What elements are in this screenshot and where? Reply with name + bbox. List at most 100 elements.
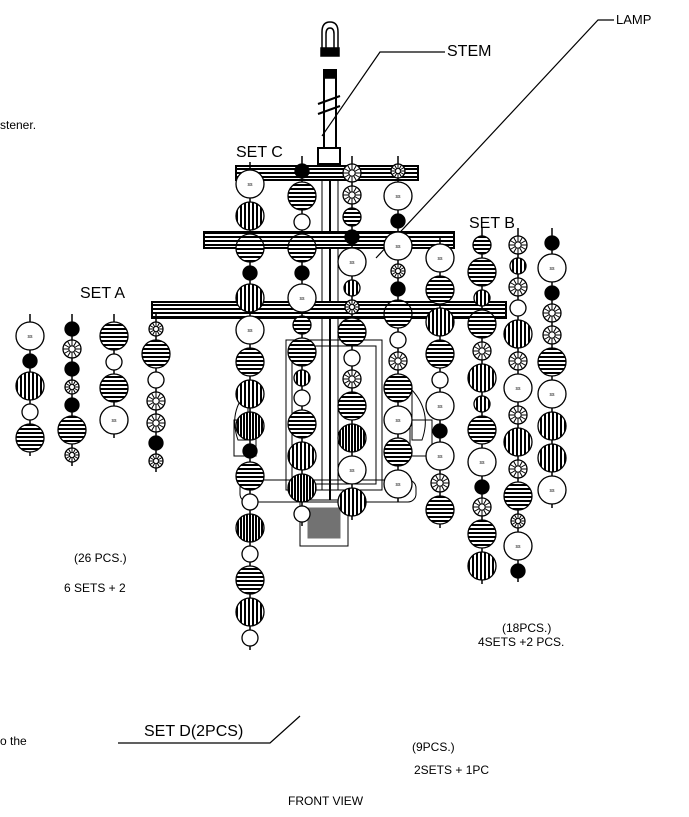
bead bbox=[337, 487, 367, 517]
bead bbox=[508, 459, 528, 479]
bead bbox=[508, 277, 528, 297]
bead bbox=[544, 285, 560, 301]
bead bbox=[241, 545, 259, 563]
bead: ss bbox=[337, 247, 367, 277]
set-b-piece-count: (18PCS.) bbox=[502, 621, 552, 635]
bead bbox=[390, 281, 406, 297]
bead bbox=[537, 347, 567, 377]
bead bbox=[148, 321, 164, 337]
bead bbox=[383, 373, 413, 403]
bead bbox=[503, 427, 533, 457]
bead bbox=[503, 481, 533, 511]
bead bbox=[425, 339, 455, 369]
bead bbox=[467, 551, 497, 581]
bead bbox=[508, 351, 528, 371]
svg-text:ss: ss bbox=[248, 182, 254, 188]
svg-text:ss: ss bbox=[350, 468, 356, 474]
bead bbox=[425, 275, 455, 305]
bead bbox=[472, 341, 492, 361]
bead bbox=[474, 479, 490, 495]
bead: ss bbox=[235, 315, 265, 345]
bead bbox=[64, 379, 80, 395]
bead bbox=[344, 229, 360, 245]
stem-assembly bbox=[317, 21, 341, 500]
bead bbox=[467, 519, 497, 549]
bead bbox=[99, 373, 129, 403]
svg-text:ss: ss bbox=[516, 386, 522, 392]
bead bbox=[62, 339, 82, 359]
bead bbox=[337, 317, 367, 347]
svg-text:ss: ss bbox=[112, 418, 118, 424]
set-d-piece-count: (9PCS.) bbox=[412, 740, 455, 754]
bead bbox=[235, 233, 265, 263]
bead bbox=[473, 395, 491, 413]
svg-text:ss: ss bbox=[396, 194, 402, 200]
bead bbox=[241, 493, 259, 511]
bead bbox=[344, 299, 360, 315]
bead: ss bbox=[383, 231, 413, 261]
bead bbox=[537, 411, 567, 441]
bead: ss bbox=[467, 447, 497, 477]
bead: ss bbox=[287, 283, 317, 313]
bead bbox=[343, 279, 361, 297]
bead: ss bbox=[537, 379, 567, 409]
bead: ss bbox=[383, 405, 413, 435]
bead: ss bbox=[537, 475, 567, 505]
svg-text:ss: ss bbox=[396, 418, 402, 424]
bead bbox=[235, 347, 265, 377]
bead bbox=[141, 339, 171, 369]
bead bbox=[508, 235, 528, 255]
bead bbox=[510, 563, 526, 579]
bead bbox=[287, 409, 317, 439]
bead bbox=[467, 309, 497, 339]
bead bbox=[508, 405, 528, 425]
bead bbox=[105, 353, 123, 371]
bead bbox=[235, 513, 265, 543]
bead bbox=[241, 629, 259, 647]
svg-text:ss: ss bbox=[350, 260, 356, 266]
svg-text:ss: ss bbox=[480, 460, 486, 466]
bead bbox=[467, 363, 497, 393]
bead bbox=[293, 213, 311, 231]
bead: ss bbox=[537, 253, 567, 283]
set-d-set-count: 2SETS + 1PC bbox=[414, 763, 490, 777]
bead bbox=[235, 461, 265, 491]
bead bbox=[473, 289, 491, 307]
fastener-text-fragment: stener. bbox=[0, 118, 37, 132]
bead bbox=[148, 453, 164, 469]
stem-label: STEM bbox=[447, 43, 492, 60]
bead bbox=[235, 201, 265, 231]
bead bbox=[99, 321, 129, 351]
set-a-piece-count: (26 PCS.) bbox=[74, 551, 127, 565]
svg-text:ss: ss bbox=[438, 404, 444, 410]
bead bbox=[472, 235, 492, 255]
bead: ss bbox=[425, 391, 455, 421]
bead bbox=[342, 369, 362, 389]
bead: ss bbox=[503, 373, 533, 403]
bead bbox=[467, 257, 497, 287]
bead bbox=[235, 379, 265, 409]
bead bbox=[287, 473, 317, 503]
bead bbox=[509, 257, 527, 275]
bead bbox=[544, 235, 560, 251]
bead bbox=[57, 415, 87, 445]
bead: ss bbox=[15, 321, 45, 351]
set-a-label: SET A bbox=[80, 285, 126, 302]
bead bbox=[293, 505, 311, 523]
bead bbox=[425, 495, 455, 525]
bead bbox=[293, 369, 311, 387]
bead bbox=[383, 299, 413, 329]
bead: ss bbox=[503, 531, 533, 561]
bead bbox=[390, 263, 406, 279]
bead bbox=[542, 325, 562, 345]
bead bbox=[146, 413, 166, 433]
svg-text:ss: ss bbox=[28, 334, 34, 340]
bead bbox=[430, 473, 450, 493]
bead bbox=[235, 283, 265, 313]
svg-text:ss: ss bbox=[396, 244, 402, 250]
lamp-label: LAMP bbox=[616, 12, 652, 27]
bead bbox=[64, 321, 80, 337]
svg-text:ss: ss bbox=[550, 392, 556, 398]
